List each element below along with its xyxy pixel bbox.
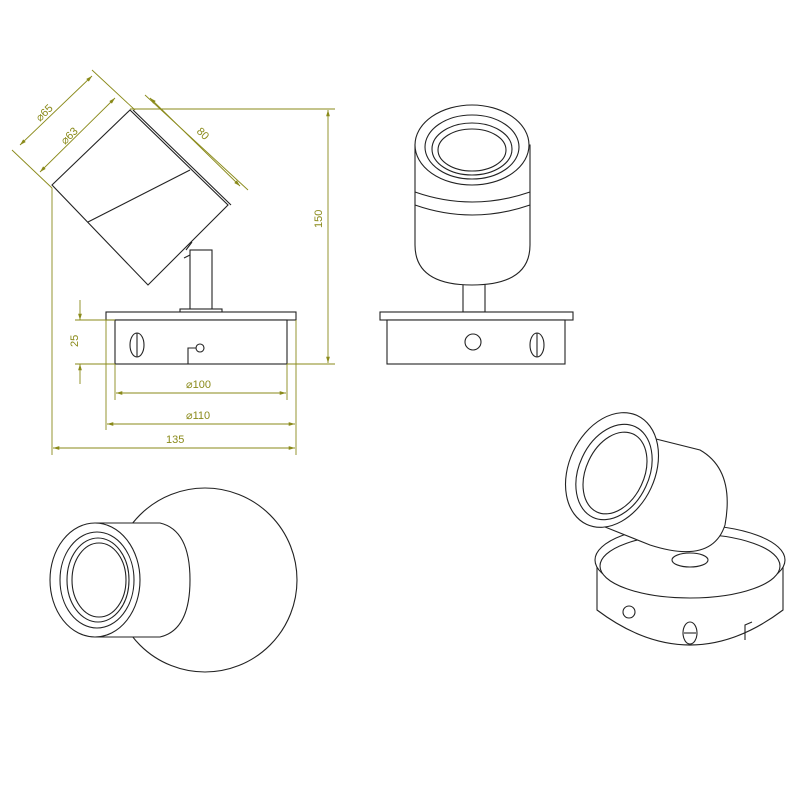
dim-line-80: [149, 97, 241, 187]
dim-label-d63: ⌀63: [59, 125, 81, 147]
top-view: [49, 487, 298, 673]
base-plate: [379, 311, 574, 321]
hook-slot: [744, 621, 753, 640]
dim-line-d63: [39, 97, 116, 173]
dim-label-25: 25: [69, 335, 81, 347]
lamp-face: [49, 522, 141, 638]
dim-label-80: 80: [194, 126, 211, 143]
base-plate: [105, 311, 297, 321]
front-view: [379, 104, 574, 365]
dim-label-150: 150: [313, 210, 325, 228]
dim-label-d110: ⌀110: [186, 410, 210, 422]
stem-collar: [671, 552, 709, 568]
lamp-face: [414, 104, 530, 186]
lamp-face: [564, 412, 660, 528]
isometric-view: [564, 412, 786, 646]
dim-label-135: 135: [166, 434, 184, 446]
cable-hole: [464, 333, 482, 351]
dim-label-d100: ⌀100: [186, 379, 211, 391]
stem: [189, 249, 213, 313]
cable-hole: [622, 605, 636, 619]
side-view: [51, 109, 297, 365]
hook-slot: [187, 347, 196, 364]
dim-label-d65: ⌀65: [34, 102, 56, 124]
dimensions: ⌀65 ⌀63 80 150 25 ⌀100 ⌀110 135: [11, 69, 335, 455]
dim-line-d65: [19, 75, 93, 146]
